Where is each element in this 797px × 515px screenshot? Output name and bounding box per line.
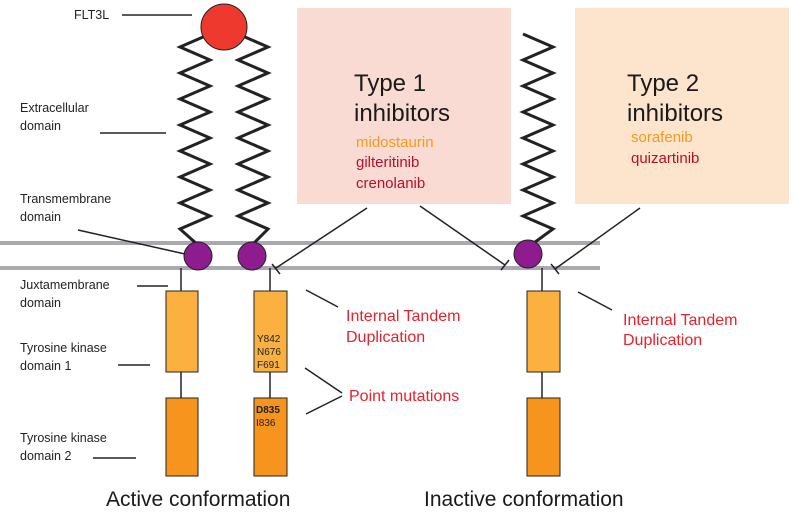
point-pointer-top xyxy=(304,367,343,394)
type1-pointer-left xyxy=(275,207,368,269)
juxtamembrane-label-2: domain xyxy=(20,296,61,310)
type2-pointer-bar xyxy=(550,263,560,275)
transmembrane-label-1: Transmembrane xyxy=(20,192,111,206)
tk1-box-right xyxy=(253,290,288,373)
type1-drug-midostaurin: midostaurin xyxy=(356,134,434,151)
tk1-label-2: domain 1 xyxy=(20,359,71,373)
extracellular-chain-left xyxy=(176,32,214,247)
tk2-label-1: Tyrosine kinase xyxy=(20,431,107,445)
itd-pointer-active xyxy=(305,289,339,308)
type2-drug-quizartinib: quizartinib xyxy=(631,150,699,167)
type2-box xyxy=(575,8,789,204)
flt3l-ligand xyxy=(200,3,248,51)
type1-title-line2: inhibitors xyxy=(354,100,450,127)
extracellular-label-2: domain xyxy=(20,119,61,133)
type2-title-line2: inhibitors xyxy=(627,100,723,127)
type1-drug-crenolanib: crenolanib xyxy=(356,175,425,192)
type1-pointer-right-bar xyxy=(500,259,510,271)
itd-active-line2: Duplication xyxy=(346,329,425,346)
inactive-conformation-label: Inactive conformation xyxy=(424,488,624,511)
point-pointer-bottom xyxy=(305,395,343,415)
mutation-i836: I836 xyxy=(256,418,276,429)
type1-box xyxy=(297,8,511,204)
tk1-box-left xyxy=(165,290,199,373)
extracellular-chain-inactive xyxy=(519,32,557,247)
tk2-box-right xyxy=(253,397,288,477)
type1-title-line1: Type 1 xyxy=(354,70,426,97)
tk2-label-2: domain 2 xyxy=(20,449,71,463)
active-conformation-label: Active conformation xyxy=(106,488,290,511)
tk2-box-left xyxy=(165,397,199,477)
tm-circle-right xyxy=(237,241,267,271)
itd-inactive-line1: Internal Tandem xyxy=(623,312,737,329)
tk2-box-inactive xyxy=(526,397,561,477)
mutation-d835: D835 xyxy=(256,405,280,416)
tk1-box-inactive xyxy=(526,290,561,373)
type2-pointer xyxy=(554,207,641,270)
extracellular-chain-right xyxy=(234,32,272,247)
type1-pointer-right xyxy=(419,205,506,266)
type1-drug-gilteritinib: gilteritinib xyxy=(356,154,419,171)
itd-pointer-inactive xyxy=(577,291,613,311)
extracellular-label-1: Extracellular xyxy=(20,101,89,115)
itd-inactive-line2: Duplication xyxy=(623,332,702,349)
leader-transmembrane xyxy=(77,229,186,255)
tk1-label-1: Tyrosine kinase xyxy=(20,341,107,355)
transmembrane-label-2: domain xyxy=(20,210,61,224)
mutation-n676: N676 xyxy=(257,347,281,358)
type2-drug-sorafenib: sorafenib xyxy=(631,129,693,146)
type1-pointer-left-bar xyxy=(271,263,281,275)
mutation-y842: Y842 xyxy=(257,334,281,345)
type2-title-line1: Type 2 xyxy=(627,70,699,97)
ligand-label: FLT3L xyxy=(74,8,109,22)
mutation-f691: F691 xyxy=(257,360,280,371)
tm-circle-inactive xyxy=(513,239,543,269)
tm-circle-left xyxy=(183,241,213,271)
point-mutations-label: Point mutations xyxy=(349,388,459,405)
itd-active-line1: Internal Tandem xyxy=(346,308,460,325)
juxtamembrane-label-1: Juxtamembrane xyxy=(20,278,110,292)
